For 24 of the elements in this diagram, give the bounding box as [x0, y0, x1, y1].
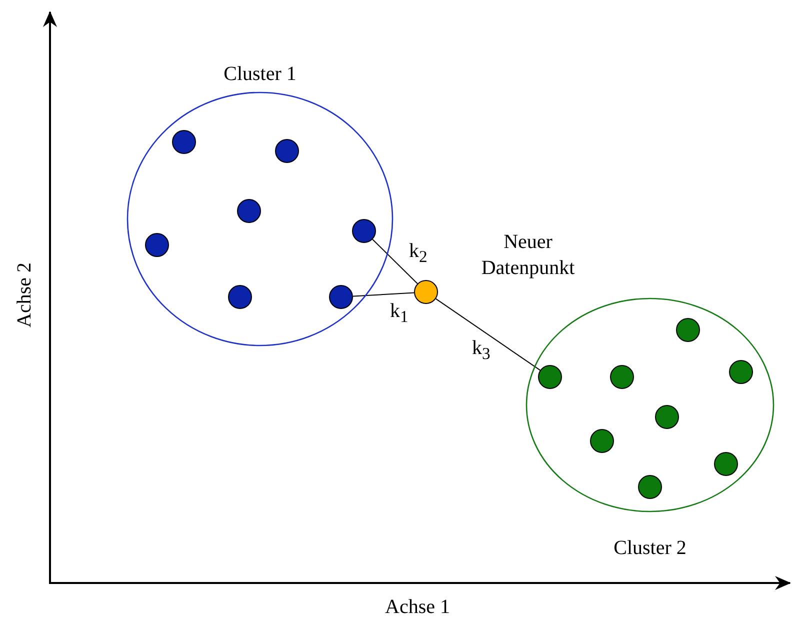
data-point [610, 365, 634, 389]
data-point [329, 285, 353, 309]
data-point [275, 139, 299, 163]
data-point [538, 365, 562, 389]
data-point [228, 285, 252, 309]
cluster-title: Cluster 2 [612, 536, 688, 560]
axis-label: Achse 2 [12, 262, 36, 328]
data-point [676, 318, 700, 342]
data-point [714, 452, 738, 476]
distance-line [372, 238, 418, 284]
data-point [638, 475, 662, 499]
cluster-title: Cluster 1 [222, 62, 298, 86]
point-caption: Neuer Datenpunkt [480, 230, 576, 281]
axis-label: Achse 1 [385, 595, 450, 619]
distance-line [352, 292, 415, 297]
data-point [352, 219, 376, 243]
data-point [729, 360, 753, 384]
data-point [414, 280, 438, 304]
data-point [590, 429, 614, 453]
data-point [237, 199, 261, 223]
distance-line [435, 298, 541, 371]
data-point [172, 130, 196, 154]
data-point [655, 405, 679, 429]
data-point [145, 233, 169, 257]
